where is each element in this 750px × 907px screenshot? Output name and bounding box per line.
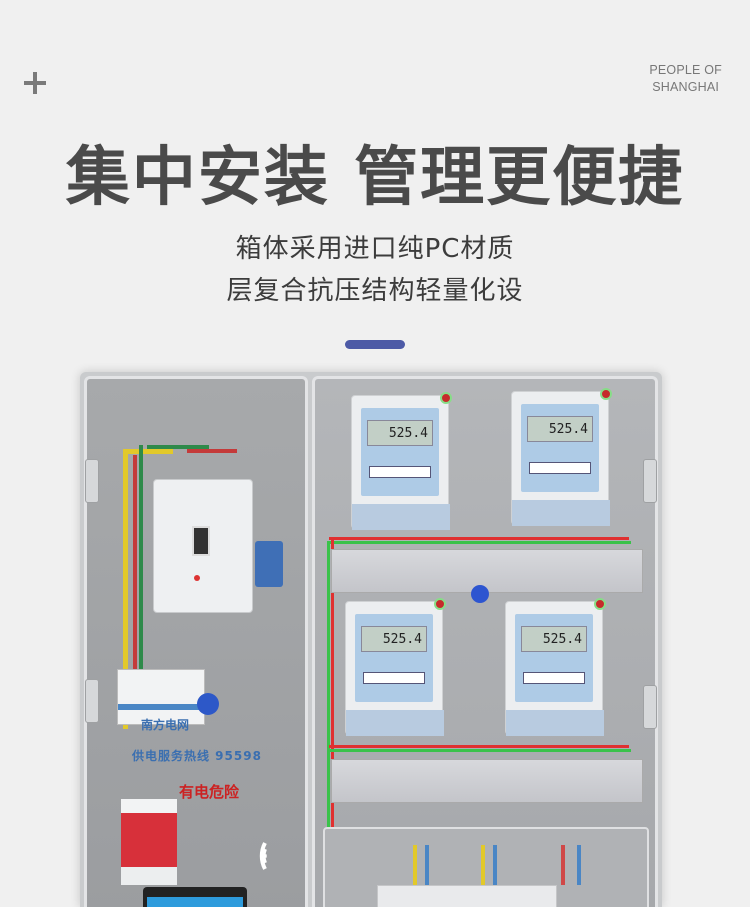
wire-yellow: [123, 449, 173, 454]
product-photo: 南方电网 供电服务热线 95598 有电危险 525.4: [80, 372, 662, 907]
subheadline-line-1: 箱体采用进口纯PC材质: [235, 234, 515, 264]
miniature-breaker: [117, 669, 206, 725]
grid-logo-label: 南方电网: [141, 718, 190, 732]
barcode: [363, 672, 425, 684]
surge-protector: [121, 799, 177, 867]
headline: 集中安装 管理更便捷: [65, 141, 685, 215]
blue-knob: [471, 585, 489, 603]
wire-red: [187, 449, 237, 453]
wire-yellow: [123, 449, 128, 729]
wire-green: [327, 541, 631, 544]
wire-green: [327, 541, 330, 907]
left-compartment: 南方电网 供电服务热线 95598 有电危险: [84, 376, 308, 907]
branch-breakers: [377, 885, 557, 907]
wire-green: [147, 445, 209, 449]
danger-warning-label: 有电危险: [179, 783, 240, 801]
wire-red: [331, 537, 334, 907]
accent-divider: [345, 340, 405, 349]
hinge: [643, 685, 657, 729]
hotline-label: 供电服务热线 95598: [132, 749, 262, 763]
brand-line-1: PEOPLE OF: [649, 63, 722, 77]
barcode: [529, 462, 591, 474]
cable-shelf: [331, 549, 643, 593]
electric-meter: 525.4: [505, 598, 606, 736]
meter-reading: 525.4: [361, 626, 427, 652]
meter-reading: 525.4: [527, 416, 593, 442]
brand-line-2: SHANGHAI: [652, 80, 720, 94]
breaker-toggle: [192, 526, 210, 556]
wire-green: [139, 445, 143, 715]
subheadline-line-2: 层复合抗压结构轻量化设: [226, 276, 524, 306]
plus-icon: [24, 72, 46, 94]
cable-shelf: [331, 759, 643, 803]
wire-red: [329, 745, 629, 748]
terminal-block: [255, 541, 283, 587]
wire-green: [327, 749, 631, 752]
electric-meter: 525.4: [351, 392, 452, 530]
meter-reading: 525.4: [521, 626, 587, 652]
indicator-dot: [194, 575, 200, 581]
lower-breaker-compartment: [323, 827, 649, 907]
wifi-icon: [259, 842, 267, 870]
brand-logo: PEOPLE OF SHANGHAI: [649, 62, 722, 96]
wire-red: [329, 537, 629, 540]
meter-compartment: 525.4 525.4 525.4 525.4: [312, 376, 658, 907]
wireless-module: [143, 887, 247, 907]
electric-meter: 525.4: [511, 388, 612, 526]
barcode: [369, 466, 431, 478]
meter-reading: 525.4: [367, 420, 433, 446]
hinge: [85, 459, 99, 503]
barcode: [523, 672, 585, 684]
electric-meter: 525.4: [345, 598, 446, 736]
hinge: [85, 679, 99, 723]
main-circuit-breaker: [153, 479, 253, 613]
wire-red: [133, 455, 137, 725]
blue-knob: [197, 693, 219, 715]
hinge: [643, 459, 657, 503]
